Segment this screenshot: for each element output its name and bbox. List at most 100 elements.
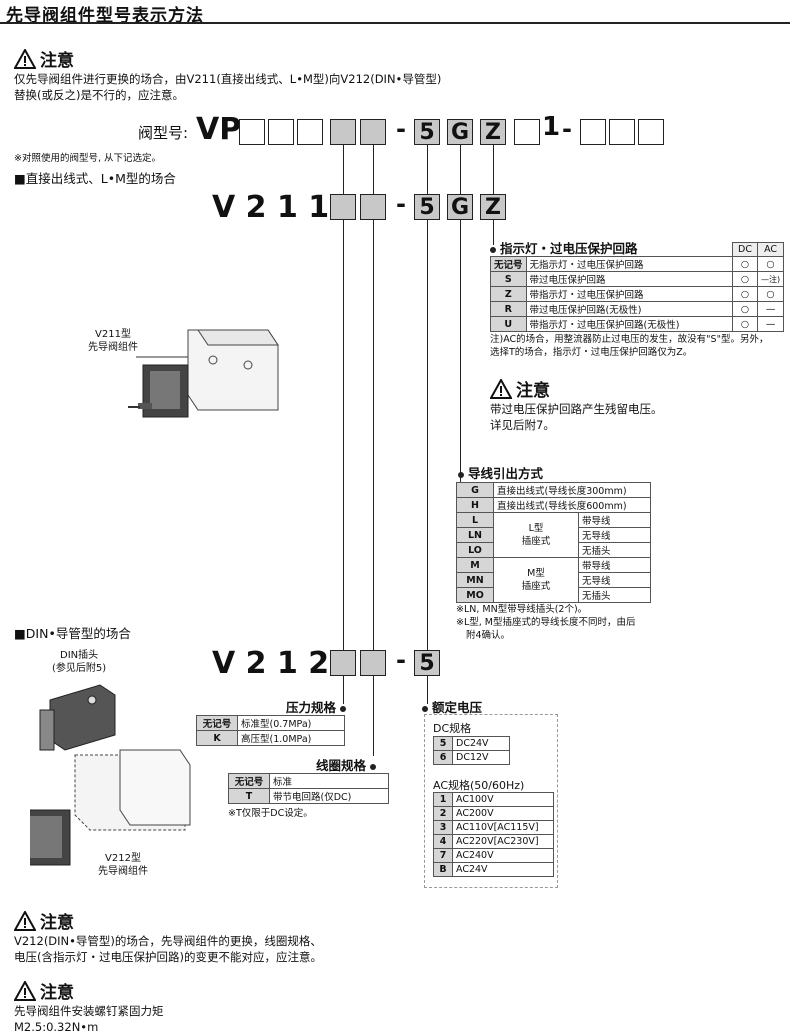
coil-title: 线圈规格 bbox=[316, 755, 380, 774]
warning-triangle-icon bbox=[490, 378, 512, 399]
bullet-icon bbox=[370, 763, 377, 770]
model-note: ※对照使用的阀型号, 从下记选定。 bbox=[14, 153, 161, 164]
code-box bbox=[268, 119, 294, 145]
model-one: 1 bbox=[542, 112, 561, 142]
warning-triangle-icon bbox=[14, 48, 36, 69]
page-title: 先导阀组件型号表示方法 bbox=[6, 6, 204, 26]
indicator-note: 注)AC的场合，用整流器防止过电压的发生，故没有"S"型。另外， 选择T的场合，… bbox=[490, 334, 769, 358]
v211-code: V 2 1 1 bbox=[212, 190, 330, 225]
code-box bbox=[360, 194, 386, 220]
code-box bbox=[330, 119, 356, 145]
ac-spec-title: AC规格(50/60Hz) bbox=[433, 779, 525, 792]
model-prefix: VP bbox=[196, 112, 242, 147]
code-box bbox=[638, 119, 664, 145]
connector-line bbox=[427, 220, 428, 650]
warning-triangle-icon bbox=[14, 910, 36, 931]
code-box-z: Z bbox=[480, 119, 506, 145]
section-direct-heading: ■直接出线式、L•M型的场合 bbox=[14, 171, 176, 186]
connector-line bbox=[343, 145, 344, 194]
bullet-icon bbox=[340, 705, 347, 712]
connector-line bbox=[373, 145, 374, 194]
v212-code: V 2 1 2 bbox=[212, 646, 330, 681]
lead-note: ※LN, MN型带导线插头(2个)。 ※L型, M型插座式的导线长度不同时，由后… bbox=[456, 604, 636, 641]
code-box bbox=[360, 119, 386, 145]
code-box-g: G bbox=[447, 119, 473, 145]
pressure-title: 压力规格 bbox=[286, 697, 350, 716]
caution-text: 仅先导阀组件进行更换的场合，由V211(直接出线式、L•M型)向V212(DIN… bbox=[14, 72, 442, 102]
title-divider bbox=[0, 22, 790, 24]
coil-note: ※T仅限于DC设定。 bbox=[228, 808, 313, 819]
connector-line bbox=[343, 220, 344, 650]
v211-pilot-valve-image bbox=[128, 329, 279, 418]
v212-pilot-valve-image bbox=[30, 684, 191, 866]
caution-heading: 注意 bbox=[14, 46, 74, 71]
table-row: 无记号标准 bbox=[228, 773, 389, 789]
code-box-z: Z bbox=[480, 194, 506, 220]
connector-line bbox=[493, 220, 494, 245]
bullet-icon bbox=[490, 246, 496, 253]
code-box-5: 5 bbox=[414, 650, 440, 676]
code-box bbox=[330, 194, 356, 220]
code-box bbox=[297, 119, 323, 145]
caution-heading: 注意 bbox=[14, 978, 74, 1003]
v211-image-label: V211型 先导阀组件 bbox=[88, 329, 138, 353]
dash: - bbox=[562, 115, 572, 143]
code-box bbox=[609, 119, 635, 145]
code-box bbox=[330, 650, 356, 676]
connector-line bbox=[493, 145, 494, 194]
caution-heading: 注意 bbox=[490, 376, 550, 401]
table-row: 无记号无指示灯・过电压保护回路○○ bbox=[490, 256, 785, 272]
code-box-5: 5 bbox=[414, 119, 440, 145]
bullet-icon bbox=[422, 705, 428, 712]
code-box-g: G bbox=[447, 194, 473, 220]
dc-spec-title: DC规格 bbox=[433, 722, 472, 735]
caution-text: 带过电压保护回路产生残留电压。 详见后附7。 bbox=[490, 402, 663, 432]
dash: - bbox=[396, 646, 406, 674]
section-din-heading: ■DIN•导管型的场合 bbox=[14, 626, 131, 641]
din-image-label: DIN插头 (参见后附5) bbox=[52, 650, 107, 674]
voltage-panel bbox=[424, 714, 558, 888]
connector-line bbox=[373, 220, 374, 650]
voltage-title: 额定电压 bbox=[422, 697, 482, 716]
connector-line bbox=[427, 145, 428, 194]
connector-line bbox=[373, 676, 374, 756]
dash: - bbox=[396, 190, 406, 218]
connector-line bbox=[460, 220, 461, 470]
caution-text: V212(DIN•导管型)的场合，先导阀组件的更换，线圈规格、 电压(含指示灯・… bbox=[14, 934, 322, 964]
code-box-5: 5 bbox=[414, 194, 440, 220]
code-box bbox=[360, 650, 386, 676]
caution-text: 先导阀组件安装螺钉紧固力矩 M2.5:0.32N•m bbox=[14, 1004, 164, 1034]
bullet-icon bbox=[458, 471, 464, 478]
code-box bbox=[580, 119, 606, 145]
connector-line bbox=[343, 676, 344, 704]
table-row: 无记号标准型(0.7MPa) bbox=[196, 715, 345, 731]
connector-line bbox=[427, 676, 428, 704]
dash: - bbox=[396, 115, 406, 143]
model-label: 阀型号: bbox=[138, 124, 189, 142]
lead-title: 导线引出方式 bbox=[458, 463, 543, 482]
